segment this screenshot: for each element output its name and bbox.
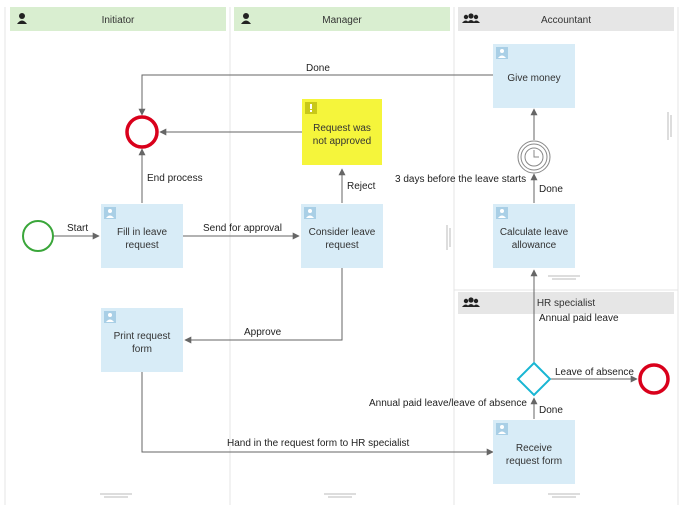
lane-title-accountant: Accountant <box>541 15 591 26</box>
end-event-initiator[interactable] <box>125 115 159 149</box>
user-icon <box>241 13 251 24</box>
label-hand-in: Hand in the request form to HR specialis… <box>227 438 410 449</box>
label-leave-absence: Leave of absence <box>555 367 634 378</box>
timer-event[interactable] <box>517 140 551 174</box>
note-request-not-approved[interactable]: Request was not approved <box>302 99 382 165</box>
end-event-hr[interactable] <box>638 363 670 395</box>
label-done-receive: Done <box>539 405 563 416</box>
sequence-flows <box>53 74 638 456</box>
user-icon <box>17 13 27 24</box>
user-task-icon <box>496 207 508 219</box>
start-event[interactable] <box>22 220 54 252</box>
task-give-money[interactable]: Give money <box>493 44 575 108</box>
group-icon <box>462 13 480 23</box>
flow-approve[interactable] <box>184 268 343 344</box>
lane-title-hr: HR specialist <box>537 298 596 309</box>
note-label-line1: Request was <box>313 123 371 134</box>
task-label-line1: Receive <box>516 443 553 454</box>
lane-accountant[interactable]: Accountant <box>458 7 674 31</box>
user-task-icon <box>104 207 116 219</box>
task-label-line1: Print request <box>114 331 171 342</box>
flow-done-top[interactable] <box>138 74 493 116</box>
note-icon <box>305 102 317 114</box>
label-start: Start <box>67 223 88 234</box>
lane-header-bg <box>234 7 450 31</box>
lane-separators <box>4 7 679 505</box>
label-annual-paid: Annual paid leave <box>539 313 619 324</box>
task-label-line1: Fill in leave <box>117 227 167 238</box>
task-label-line1: Give money <box>507 73 560 84</box>
label-annual-or-absence: Annual paid leave/leave of absence <box>369 398 527 409</box>
task-label-line2: request <box>125 240 159 251</box>
label-end-process: End process <box>147 173 203 184</box>
user-task-icon <box>496 47 508 59</box>
task-fill-request[interactable]: Fill in leave request <box>101 204 183 268</box>
lane-header-bg <box>458 292 674 314</box>
label-done-calc: Done <box>539 184 563 195</box>
lane-hr-specialist[interactable]: HR specialist <box>458 292 674 314</box>
task-consider-request[interactable]: Consider leave request <box>301 204 383 268</box>
task-label-line2: request <box>325 240 359 251</box>
flow-hand-in[interactable] <box>141 372 494 456</box>
task-label-line2: request form <box>506 456 562 467</box>
task-label-line1: Calculate leave <box>500 227 569 238</box>
lane-title-initiator: Initiator <box>102 15 135 26</box>
label-reject: Reject <box>347 181 376 192</box>
note-label-line2: not approved <box>313 136 371 147</box>
task-label-line2: form <box>132 344 152 355</box>
task-print-form[interactable]: Print request form <box>101 308 183 372</box>
clock-icon <box>524 147 544 167</box>
label-approve: Approve <box>244 327 282 338</box>
exclusive-gateway[interactable] <box>516 361 552 397</box>
lane-header-bg <box>458 7 674 31</box>
lane-header-bg <box>10 7 226 31</box>
user-task-icon <box>304 207 316 219</box>
task-label-line2: allowance <box>512 240 557 251</box>
label-three-days: 3 days before the leave starts <box>395 174 526 185</box>
group-icon <box>462 297 480 307</box>
user-task-icon <box>496 423 508 435</box>
task-label-line1: Consider leave <box>309 227 376 238</box>
lane-manager[interactable]: Manager <box>234 7 450 31</box>
task-calculate-allowance[interactable]: Calculate leave allowance <box>493 204 575 268</box>
user-task-icon <box>104 311 116 323</box>
label-send-approval: Send for approval <box>203 223 282 234</box>
lane-initiator[interactable]: Initiator <box>10 7 226 31</box>
task-receive-form[interactable]: Receive request form <box>493 420 575 484</box>
label-done-top: Done <box>306 63 330 74</box>
resize-handles[interactable] <box>100 112 672 498</box>
lane-title-manager: Manager <box>322 15 362 26</box>
